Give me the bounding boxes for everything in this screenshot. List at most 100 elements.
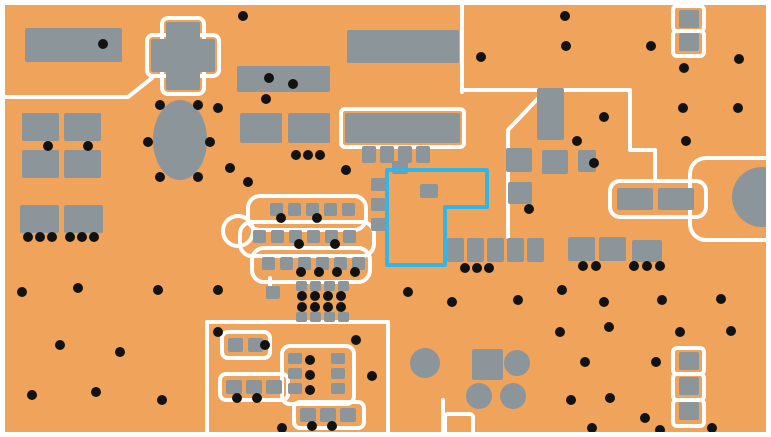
via <box>323 291 333 301</box>
via <box>330 239 340 249</box>
via <box>310 291 320 301</box>
via <box>155 172 165 182</box>
via <box>213 285 223 295</box>
pad <box>342 203 355 216</box>
via <box>264 73 274 83</box>
via <box>555 327 565 337</box>
pad <box>64 113 101 141</box>
via <box>351 335 361 345</box>
via <box>675 327 685 337</box>
via <box>232 393 242 403</box>
via <box>23 232 33 242</box>
pad <box>371 218 386 231</box>
via <box>193 100 203 110</box>
via <box>367 371 377 381</box>
pad <box>316 257 329 270</box>
pad <box>64 150 101 178</box>
via <box>205 137 215 147</box>
via <box>47 232 57 242</box>
via <box>98 39 108 49</box>
via <box>55 340 65 350</box>
via <box>305 385 315 395</box>
silkscreen-circle <box>221 214 255 248</box>
pad <box>324 312 335 322</box>
pad <box>20 205 59 233</box>
pad <box>25 28 122 62</box>
silkscreen-line <box>126 76 154 99</box>
via <box>305 355 315 365</box>
via <box>155 100 165 110</box>
via <box>557 285 567 295</box>
highlighted-trace[interactable] <box>385 168 489 267</box>
pad <box>271 230 284 243</box>
via <box>17 287 27 297</box>
via <box>561 41 571 51</box>
pad <box>416 146 430 163</box>
via <box>65 232 75 242</box>
pad <box>467 238 484 262</box>
via <box>460 263 470 273</box>
pad <box>288 353 302 364</box>
pad <box>679 10 699 28</box>
via <box>629 261 639 271</box>
via <box>678 103 688 113</box>
pad <box>296 281 307 291</box>
via <box>294 239 304 249</box>
pad <box>237 66 330 92</box>
pad <box>352 257 365 270</box>
pad <box>508 182 532 204</box>
via <box>403 287 413 297</box>
via <box>323 302 333 312</box>
pad <box>288 113 330 143</box>
via <box>303 150 313 160</box>
component-body <box>153 100 207 180</box>
via <box>580 357 590 367</box>
via <box>560 11 570 21</box>
pad <box>151 39 215 72</box>
pad <box>371 178 386 191</box>
via <box>524 204 534 214</box>
via <box>605 393 615 403</box>
via <box>604 322 614 332</box>
via <box>315 150 325 160</box>
via <box>589 158 599 168</box>
via <box>716 294 726 304</box>
pad <box>288 203 301 216</box>
via <box>726 326 736 336</box>
pad <box>447 238 464 262</box>
via <box>707 423 717 433</box>
via <box>83 141 93 151</box>
via <box>225 163 235 173</box>
pad <box>371 198 386 211</box>
via <box>679 63 689 73</box>
pad <box>658 188 694 210</box>
pad <box>380 146 394 163</box>
pad <box>307 230 320 243</box>
silkscreen-box <box>671 29 706 58</box>
pad <box>288 368 302 379</box>
round-pad <box>410 348 440 378</box>
via <box>566 395 576 405</box>
pad <box>568 237 595 261</box>
pad <box>679 402 699 420</box>
via <box>341 165 351 175</box>
pad <box>617 188 653 210</box>
pad <box>527 238 544 262</box>
via <box>157 395 167 405</box>
via <box>447 297 457 307</box>
via <box>296 267 306 277</box>
via <box>213 103 223 113</box>
via <box>591 261 601 271</box>
pad <box>240 113 282 143</box>
silkscreen-box <box>671 398 706 428</box>
via <box>193 172 203 182</box>
pad <box>347 30 459 63</box>
via <box>305 370 315 380</box>
via <box>587 423 597 433</box>
silkscreen-box <box>246 194 368 232</box>
via <box>336 291 346 301</box>
pad <box>340 408 356 422</box>
silkscreen-box <box>238 220 376 258</box>
via <box>733 103 743 113</box>
